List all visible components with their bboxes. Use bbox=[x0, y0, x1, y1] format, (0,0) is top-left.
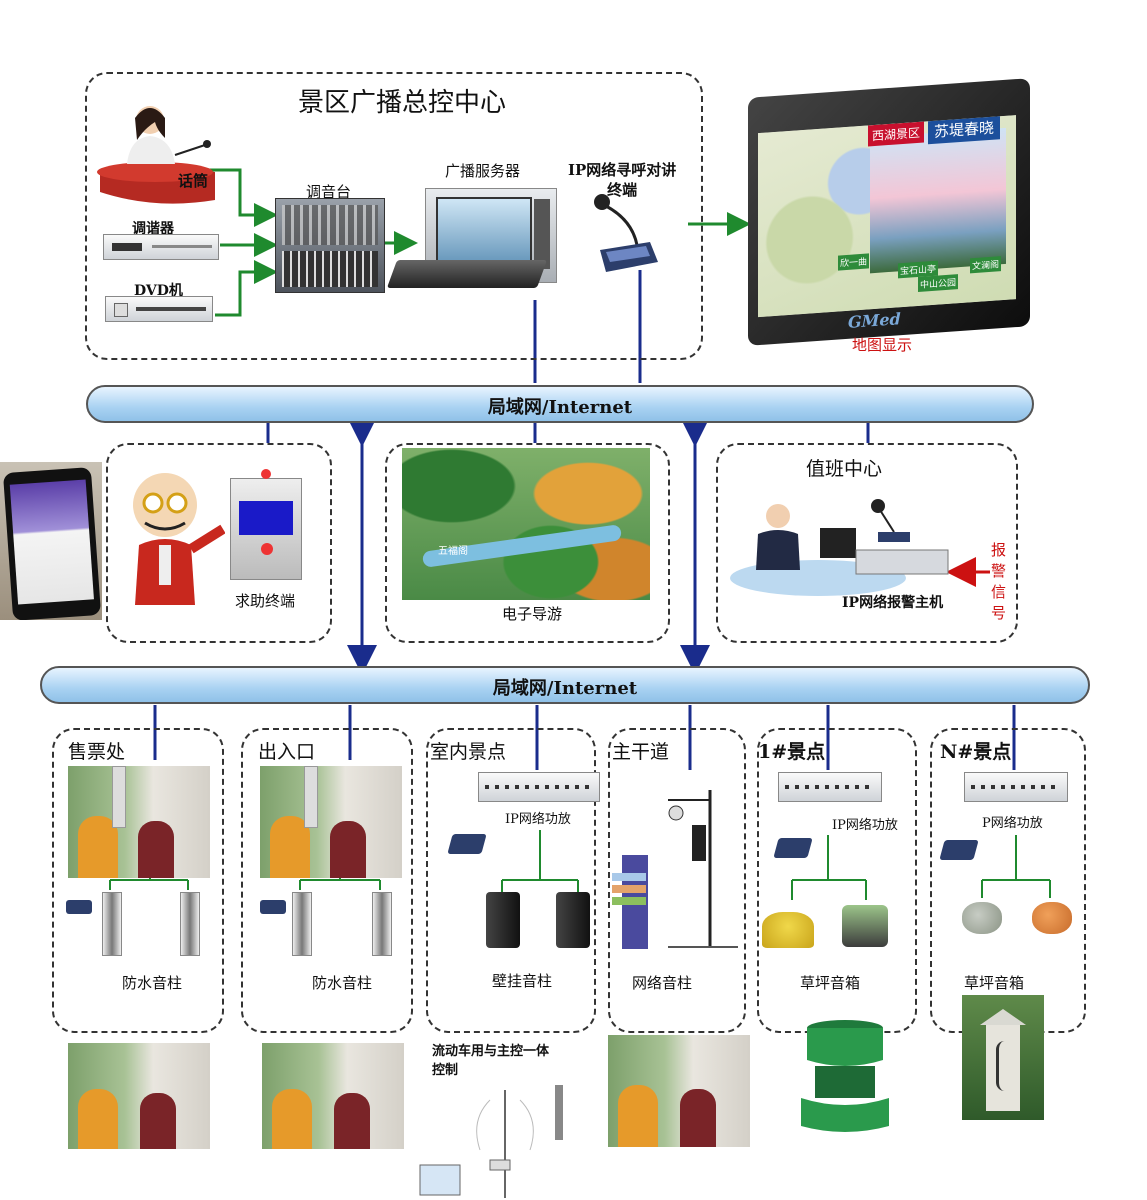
zone-entrance bbox=[241, 728, 413, 1033]
alarm-signal-label: 报 警 信 号 bbox=[991, 541, 1007, 622]
zone-entrance-photo bbox=[260, 766, 402, 878]
mixer-device bbox=[275, 198, 385, 293]
tuner-label: 调谐器 bbox=[132, 221, 174, 237]
zone-entrance-title: 出入口 bbox=[258, 741, 316, 763]
bottom-photo-2 bbox=[262, 1043, 404, 1149]
zone-ticket-office-title: 售票处 bbox=[68, 741, 126, 763]
zone-spot-n-rock-speaker-left bbox=[962, 902, 1002, 934]
zone-indoor-speaker-left bbox=[486, 892, 520, 948]
map-spot-2: 中山公园 bbox=[918, 274, 959, 292]
zone-spot-1-amp-label: IP网络功放 bbox=[832, 818, 898, 833]
zone-indoor-title: 室内景点 bbox=[430, 741, 507, 763]
mobile-note: 流动车用与主控一体 控制 bbox=[432, 1044, 550, 1078]
alarm-host-label: IP网络报警主机 bbox=[842, 595, 944, 611]
zone-ticket-office-mic-icon bbox=[66, 900, 92, 914]
zone-ticket-office-photo bbox=[68, 766, 210, 878]
zone-entrance-speaker-left bbox=[292, 892, 312, 956]
dvd-to-mixer-arrow bbox=[215, 260, 278, 317]
zone-spot-n-rock-speaker-right bbox=[1032, 902, 1072, 934]
street-pole-icon bbox=[612, 790, 738, 949]
zone-indoor bbox=[426, 728, 596, 1033]
zone-spot-n-mic-icon bbox=[939, 840, 979, 860]
zone-indoor-item-label: 壁挂音柱 bbox=[492, 972, 553, 990]
map-display-screen: 西湖景区 苏堤春晓 欣一曲 中山公园 文澜阁 宝石山亭 bbox=[758, 115, 1016, 318]
e-guide-label: 电子导游 bbox=[502, 605, 563, 623]
e-guide-map: 五福阁 bbox=[402, 448, 650, 600]
bottom-photo-3 bbox=[608, 1035, 750, 1147]
zone-spot-1-mic-icon bbox=[773, 838, 813, 858]
tuner-device bbox=[103, 234, 219, 260]
mixer-label: 调音台 bbox=[306, 183, 352, 201]
green-lawn-speaker-icon bbox=[801, 1020, 889, 1132]
help-terminal-device bbox=[230, 469, 302, 580]
zone-indoor-amp bbox=[478, 772, 600, 802]
mic-to-mixer-arrow bbox=[200, 168, 278, 227]
zone-spot-1-lawn-speaker-left bbox=[762, 912, 814, 948]
ip-paging-terminal-icon bbox=[594, 194, 658, 272]
network-bus-top-label: 局域网/Internet bbox=[487, 397, 633, 418]
dvd-label: DVD机 bbox=[134, 283, 183, 299]
zone-ticket-office bbox=[52, 728, 224, 1033]
zone-entrance-mic-icon bbox=[260, 900, 286, 914]
zone-ticket-office-item-label: 防水音柱 bbox=[122, 974, 183, 992]
mobile-vehicle-diagram bbox=[419, 1085, 563, 1198]
zone-main-road-item-label: 网络音柱 bbox=[632, 974, 693, 992]
control-center-box bbox=[85, 72, 703, 360]
map-screen-title: 苏堤春晓 bbox=[928, 115, 1001, 145]
control-center-title: 景区广播总控中心 bbox=[298, 88, 507, 118]
map-screen-tag: 西湖景区 bbox=[868, 121, 925, 147]
map-spot-3: 文澜阁 bbox=[970, 256, 1002, 274]
zone-indoor-speaker-right bbox=[556, 892, 590, 948]
guide-character-icon bbox=[133, 473, 225, 605]
zone-spot-n-amp bbox=[964, 772, 1068, 802]
zone-indoor-mic-icon bbox=[447, 834, 487, 854]
zone-entrance-item-label: 防水音柱 bbox=[312, 974, 373, 992]
zone-spot-n-amp-label: P网络功放 bbox=[982, 816, 1043, 831]
zone-spot-n-item-label: 草坪音箱 bbox=[964, 974, 1025, 992]
server-label: 广播服务器 bbox=[445, 162, 521, 180]
e-guide-map-tag: 五福阁 bbox=[438, 546, 468, 557]
map-display-brand: GMed bbox=[848, 309, 901, 332]
map-display-label: 地图显示 bbox=[852, 336, 913, 354]
mobile-phone-photo bbox=[0, 462, 102, 620]
help-terminal-box bbox=[106, 443, 332, 643]
keyboard-tray bbox=[386, 260, 548, 288]
zone-ticket-office-speaker-right bbox=[180, 892, 200, 956]
ip-terminal-label-text: IP网络寻呼对讲 终端 bbox=[568, 161, 677, 199]
network-bus-top: 局域网/Internet bbox=[86, 385, 1034, 423]
zone-entrance-speaker-right bbox=[372, 892, 392, 956]
ip-terminal-label: IP网络寻呼对讲 终端 bbox=[568, 160, 676, 200]
e-guide-box bbox=[385, 443, 670, 643]
bottom-photo-1 bbox=[68, 1043, 210, 1149]
network-bus-bottom-label: 局域网/Internet bbox=[492, 678, 638, 699]
network-bus-bottom: 局域网/Internet bbox=[40, 666, 1090, 704]
zone-spot-1-title: 1#景点 bbox=[758, 741, 826, 763]
map-display-monitor: 西湖景区 苏堤春晓 欣一曲 中山公园 文澜阁 宝石山亭 GMed bbox=[748, 78, 1030, 346]
duty-center-box bbox=[716, 443, 1018, 643]
zone-spot-1-amp bbox=[778, 772, 882, 802]
announcer-icon bbox=[97, 106, 215, 204]
mic-label: 话筒 bbox=[178, 172, 209, 190]
operator-desk-icon bbox=[730, 499, 949, 596]
zone-main-road-title: 主干道 bbox=[612, 741, 670, 763]
zone-indoor-amp-label: IP网络功放 bbox=[505, 812, 571, 827]
zone-spot-1-item-label: 草坪音箱 bbox=[800, 974, 861, 992]
zone-ticket-office-speaker-left bbox=[102, 892, 122, 956]
zone-main-road bbox=[608, 728, 746, 1033]
duty-center-title: 值班中心 bbox=[806, 458, 883, 480]
map-spot-1: 欣一曲 bbox=[838, 253, 870, 271]
zone-spot-1-lawn-speaker-right bbox=[842, 905, 888, 947]
zone-spot-n-title: N#景点 bbox=[940, 741, 1012, 763]
dvd-device bbox=[105, 296, 213, 322]
map-spot-4: 宝石山亭 bbox=[898, 260, 939, 279]
lantern-speaker-photo bbox=[962, 995, 1044, 1120]
help-terminal-label: 求助终端 bbox=[235, 592, 296, 610]
